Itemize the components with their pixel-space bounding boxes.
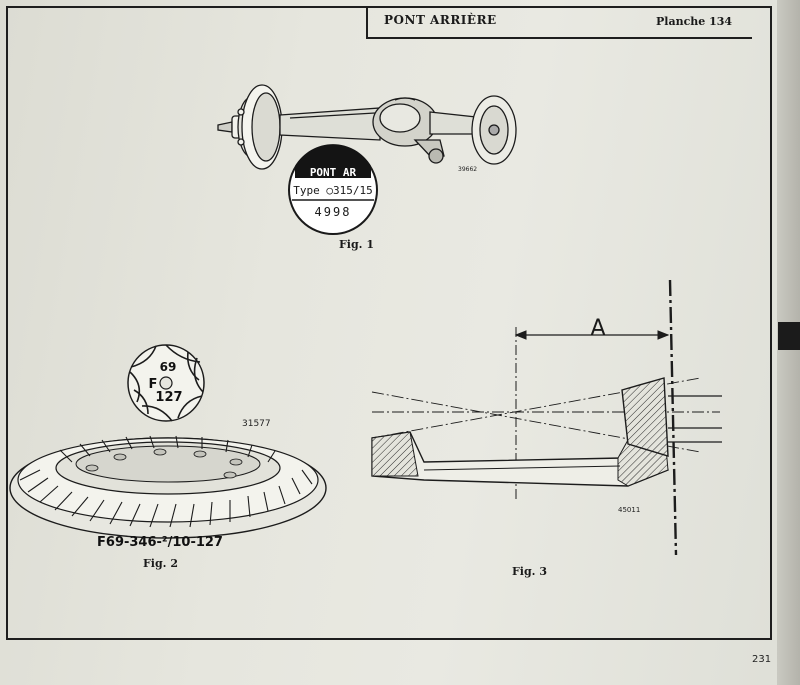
pinion-mark-top: 69 — [160, 360, 177, 374]
fig1-plate-tag: PONT AR Type ○315/15 4998 — [288, 144, 378, 235]
plate-tag-line3: 4998 — [315, 205, 352, 219]
plate-number: Planche 134 — [656, 15, 733, 28]
page-number: 231 — [752, 654, 772, 665]
pinion-mark-letter: F — [149, 377, 158, 392]
page-frame — [6, 6, 772, 640]
fig2-pinion-drawing: 69 F 127 — [127, 344, 205, 422]
fig2-caption: Fig. 2 — [143, 557, 178, 570]
section-title: PONT ARRIÈRE — [384, 13, 497, 27]
header-divider — [366, 6, 368, 38]
header-rule — [366, 37, 752, 39]
fig1-ref-number: 39662 — [458, 166, 477, 173]
fig3-ref-number: 45011 — [618, 506, 640, 514]
fig2-crown-wheel-drawing: F69-346-²/10-127 — [9, 435, 327, 550]
fig2-ref-number: 31577 — [242, 419, 271, 429]
index-tab — [778, 322, 800, 350]
fig3-section-drawing — [371, 279, 722, 556]
pinion-mark-bottom: 127 — [155, 390, 182, 405]
dimension-label-a: A — [590, 316, 605, 341]
fig1-rear-axle-drawing — [217, 84, 517, 170]
fig3-caption: Fig. 3 — [512, 565, 547, 578]
plate-tag-line1: PONT AR — [310, 166, 357, 179]
crown-wheel-marking: F69-346-²/10-127 — [97, 535, 223, 550]
plate-tag-line2: Type ○315/15 — [293, 184, 372, 197]
fig1-caption: Fig. 1 — [339, 238, 374, 251]
